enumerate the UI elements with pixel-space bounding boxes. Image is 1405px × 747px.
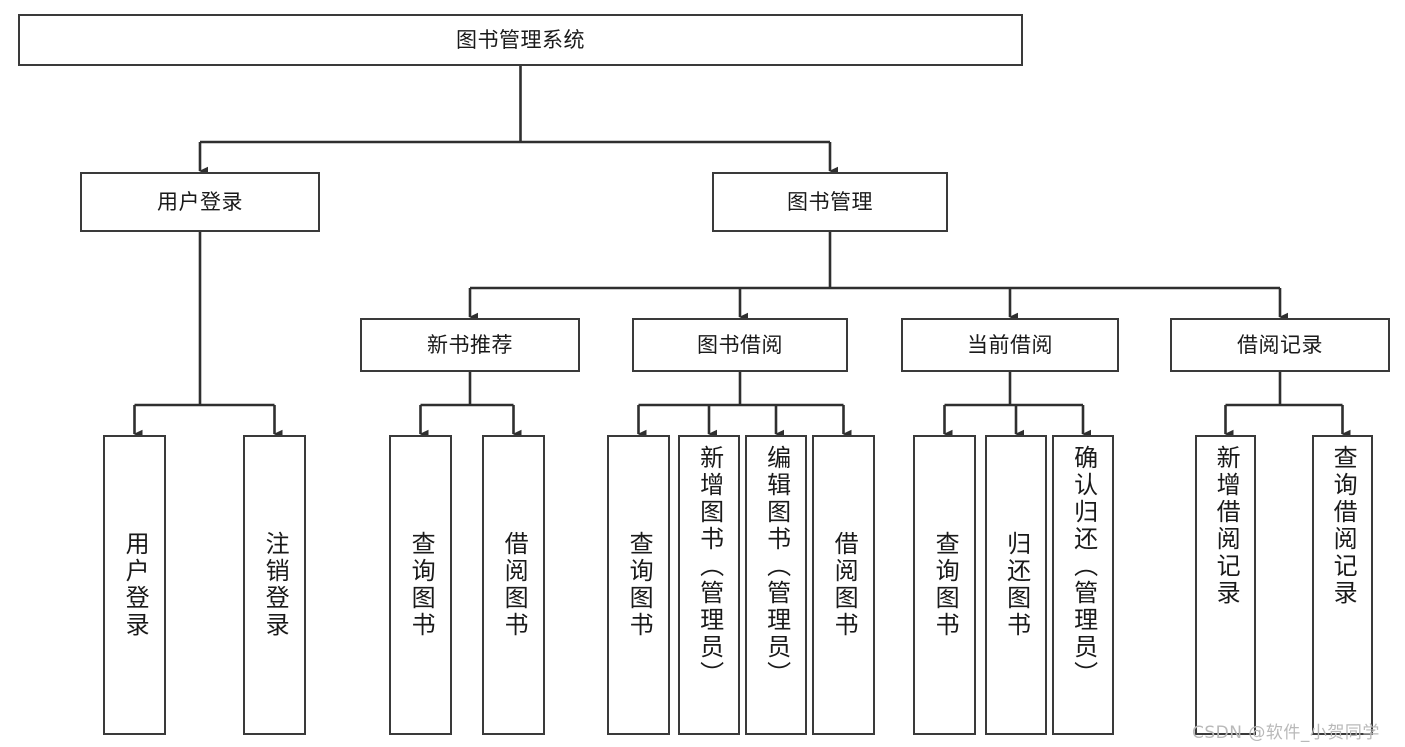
node-new-book-rec[interactable]: 新书推荐 [360,318,580,372]
node-leaf-add-book[interactable]: 新增图书（管理员） [678,435,740,735]
node-leaf-query-book-cur[interactable]: 查询图书 [913,435,976,735]
node-leaf-logout[interactable]: 注销登录 [243,435,306,735]
node-label-book-manage: 图书管理 [787,189,873,214]
node-label-leaf-query-book-borrow: 查询图书 [625,531,654,639]
node-label-leaf-add-record: 新增借阅记录 [1212,445,1241,607]
node-leaf-edit-book[interactable]: 编辑图书（管理员） [745,435,807,735]
node-label-leaf-logout: 注销登录 [261,531,290,639]
node-root[interactable]: 图书管理系统 [18,14,1023,66]
node-leaf-user-login[interactable]: 用户登录 [103,435,166,735]
node-label-leaf-confirm-return: 确认归还（管理员） [1069,445,1098,688]
node-label-current-borrow: 当前借阅 [967,332,1053,357]
node-label-leaf-user-login: 用户登录 [121,531,150,639]
node-label-leaf-query-book-cur: 查询图书 [931,531,960,639]
node-leaf-borrow-book[interactable]: 借阅图书 [812,435,875,735]
node-label-user-login: 用户登录 [157,189,243,214]
node-label-book-borrow: 图书借阅 [697,332,783,357]
node-book-manage[interactable]: 图书管理 [712,172,948,232]
node-current-borrow[interactable]: 当前借阅 [901,318,1119,372]
node-leaf-query-book-borrow[interactable]: 查询图书 [607,435,670,735]
csdn-watermark: CSDN @软件_小贺同学 [1192,723,1380,743]
node-leaf-confirm-return[interactable]: 确认归还（管理员） [1052,435,1114,735]
node-label-leaf-edit-book: 编辑图书（管理员） [762,445,791,688]
node-label-new-book-rec: 新书推荐 [427,332,513,357]
node-label-leaf-return-book: 归还图书 [1002,531,1031,639]
node-label-borrow-record: 借阅记录 [1237,332,1323,357]
node-label-leaf-query-book-rec: 查询图书 [407,531,436,639]
node-label-leaf-borrow-book: 借阅图书 [830,531,859,639]
node-borrow-record[interactable]: 借阅记录 [1170,318,1390,372]
node-user-login[interactable]: 用户登录 [80,172,320,232]
node-label-root: 图书管理系统 [456,27,585,52]
node-leaf-borrow-book-rec[interactable]: 借阅图书 [482,435,545,735]
node-leaf-return-book[interactable]: 归还图书 [985,435,1047,735]
node-label-leaf-add-book: 新增图书（管理员） [695,445,724,688]
node-book-borrow[interactable]: 图书借阅 [632,318,848,372]
node-leaf-query-record[interactable]: 查询借阅记录 [1312,435,1373,735]
node-label-leaf-borrow-book-rec: 借阅图书 [500,531,529,639]
node-leaf-query-book-rec[interactable]: 查询图书 [389,435,452,735]
node-leaf-add-record[interactable]: 新增借阅记录 [1195,435,1256,735]
node-label-leaf-query-record: 查询借阅记录 [1329,445,1358,607]
